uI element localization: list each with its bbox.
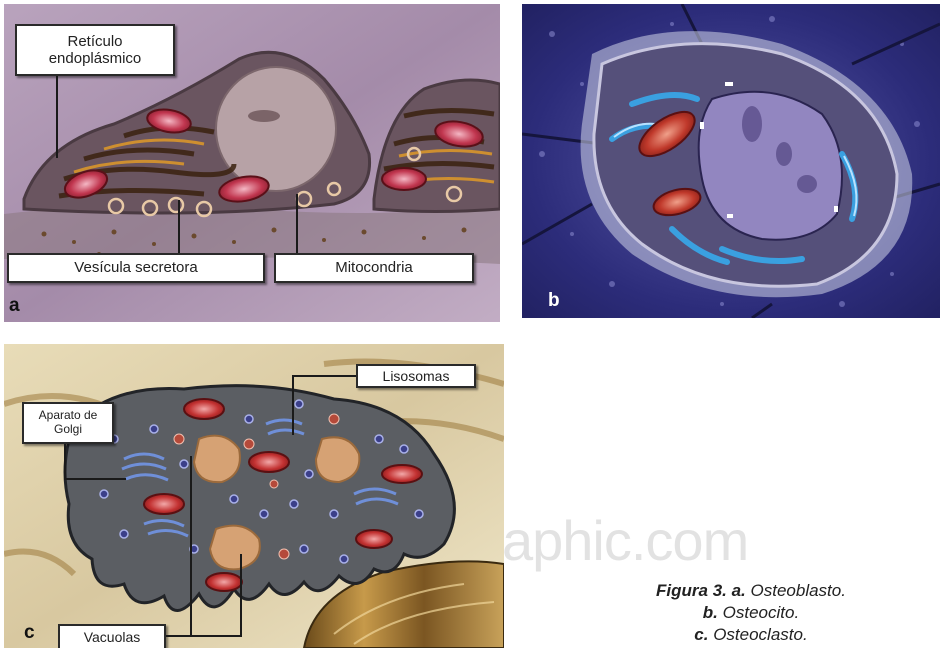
panel-letter-b: b <box>548 290 560 312</box>
label-golgi-line2: Golgi <box>54 423 82 437</box>
label-golgi-line1: Aparato de <box>39 409 98 423</box>
label-lisosomas: Lisosomas <box>356 364 476 388</box>
figure-caption: Figura 3. a. Osteoblasto. b. Osteocito. … <box>596 580 906 646</box>
caption-osteoclast: Osteoclasto. <box>713 625 808 644</box>
leader-line <box>292 375 294 435</box>
label-mitocondria: Mitocondria <box>274 253 474 283</box>
leader-line <box>64 478 126 480</box>
label-vesicula-secretora: Vesícula secretora <box>7 253 265 283</box>
caption-b-label: b. <box>703 603 718 622</box>
osteoclast-illustration <box>4 344 504 648</box>
leader-line <box>240 554 242 636</box>
panel-c-osteoclast: Lisosomas Aparato de Golgi Vacuolas c <box>4 344 504 648</box>
caption-line-2: b. Osteocito. <box>596 602 906 624</box>
leader-line <box>178 200 180 253</box>
label-vacuolas-text: Vacuolas <box>84 629 141 645</box>
label-vacuolas: Vacuolas <box>58 624 166 648</box>
leader-line <box>56 76 58 158</box>
watermark: aphic.com <box>502 508 748 573</box>
caption-c-label: c. <box>694 625 708 644</box>
label-aparato-de-golgi: Aparato de Golgi <box>22 402 114 444</box>
caption-osteocyte: Osteocito. <box>723 603 800 622</box>
panel-b-osteocyte: b <box>522 4 940 318</box>
leader-line <box>296 194 298 253</box>
caption-line-3: c. Osteoclasto. <box>596 624 906 646</box>
caption-figure-label: Figura 3. a. <box>656 581 746 600</box>
label-reticulo-line2: endoplásmico <box>49 50 142 67</box>
panel-letter-c: c <box>24 622 35 644</box>
osteocyte-illustration <box>522 4 940 318</box>
label-reticulo-line1: Retículo <box>67 33 122 50</box>
label-vesicula-text: Vesícula secretora <box>74 259 197 276</box>
leader-line <box>190 456 192 636</box>
panel-letter-a: a <box>9 295 20 317</box>
caption-line-1: Figura 3. a. Osteoblasto. <box>596 580 906 602</box>
leader-line <box>166 635 242 637</box>
panel-a-osteoblast: Retículo endoplásmico Vesícula secretora… <box>4 4 500 322</box>
label-lisosomas-text: Lisosomas <box>383 368 450 384</box>
leader-line <box>64 444 66 480</box>
label-reticulo-endoplasmico: Retículo endoplásmico <box>15 24 175 76</box>
caption-osteoblast: Osteoblasto. <box>751 581 846 600</box>
label-mitocondria-text: Mitocondria <box>335 259 413 276</box>
leader-line <box>292 375 356 377</box>
